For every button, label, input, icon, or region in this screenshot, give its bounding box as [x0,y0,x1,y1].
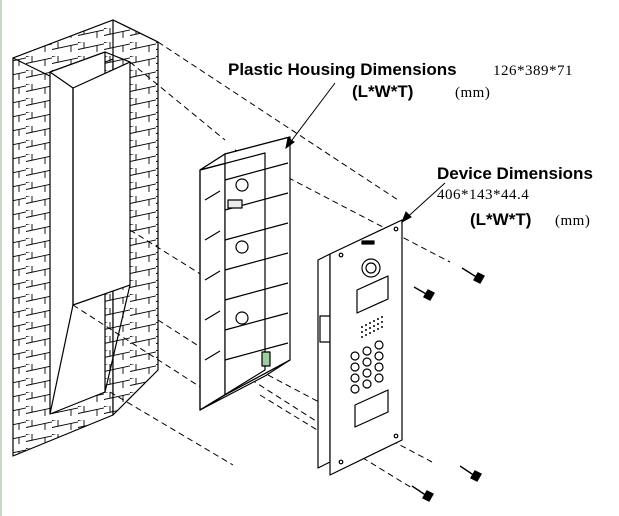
housing-dimensions-value: 126*389*71 [493,63,573,79]
screw-bottom-right [459,465,482,482]
housing-unit-label: (mm) [455,85,491,101]
screw-bottom-left [411,485,434,502]
housing-dimensions-title: Plastic Housing Dimensions [228,60,457,79]
speaker-grill [361,316,383,338]
mounting-screws [411,267,485,502]
housing-lwt-label: (L*W*T) [352,82,414,101]
leader-lines [285,82,446,224]
wall-recess [12,19,159,457]
screw-top-right [461,267,485,284]
keypad [350,340,384,394]
device-lwt-label: (L*W*T) [470,210,532,229]
device-unit-label: (mm) [555,213,591,229]
device-panel [317,219,403,476]
screw-top-left [413,286,435,301]
plastic-housing [199,136,291,411]
device-dimensions-title: Device Dimensions [437,164,593,183]
device-dimensions-value: 406*143*44.4 [437,187,530,203]
